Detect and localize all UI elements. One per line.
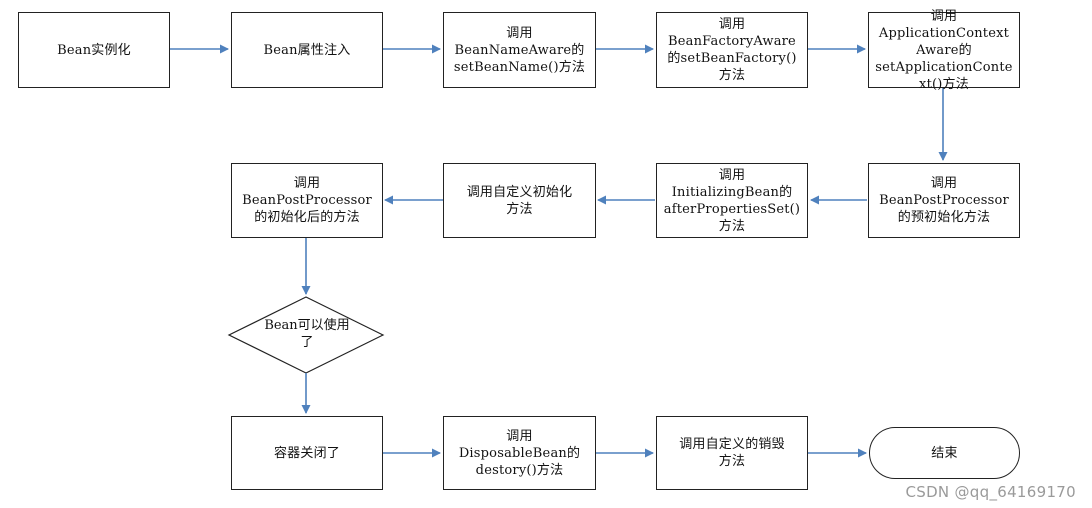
node-custom-destroy-label: 调用自定义的销毁 方法 xyxy=(679,437,785,469)
node-container-closed: 容器关闭了 xyxy=(231,416,383,490)
node-bean-factory-aware-label: 调用 BeanFactoryAware 的setBeanFactory() 方法 xyxy=(667,17,797,83)
node-bean-name-aware-label: 调用 BeanNameAware的 setBeanName()方法 xyxy=(453,25,586,75)
node-bean-post-processor-after-label: 调用 BeanPostProcessor 的初始化后的方法 xyxy=(242,176,372,225)
node-end-label: 结束 xyxy=(931,445,958,461)
node-disposable-bean-label: 调用 DisposableBean的 destory()方法 xyxy=(458,428,581,478)
node-custom-init-label: 调用自定义初始化 方法 xyxy=(466,184,573,217)
node-bean-post-processor-before: 调用 BeanPostProcessor 的预初始化方法 xyxy=(868,163,1020,238)
watermark: CSDN @qq_64169170 xyxy=(905,483,1076,501)
node-custom-init: 调用自定义初始化 方法 xyxy=(443,163,596,238)
node-custom-destroy: 调用自定义的销毁 方法 xyxy=(656,416,808,490)
node-bean-post-processor-after: 调用 BeanPostProcessor 的初始化后的方法 xyxy=(231,163,383,238)
node-bean-property-injection: Bean属性注入 xyxy=(231,12,383,88)
node-initializing-bean-label: 调用 InitializingBean的 afterPropertiesSet(… xyxy=(663,167,801,234)
node-bean-post-processor-before-label: 调用 BeanPostProcessor 的预初始化方法 xyxy=(879,176,1009,225)
node-disposable-bean: 调用 DisposableBean的 destory()方法 xyxy=(443,416,596,490)
node-application-context-aware-label: 调用 ApplicationContext Aware的 setApplicat… xyxy=(875,8,1013,92)
node-end: 结束 xyxy=(869,427,1020,479)
node-bean-name-aware: 调用 BeanNameAware的 setBeanName()方法 xyxy=(443,12,596,88)
node-bean-instantiate: Bean实例化 xyxy=(18,12,170,88)
node-container-closed-label: 容器关闭了 xyxy=(273,445,340,461)
node-application-context-aware: 调用 ApplicationContext Aware的 setApplicat… xyxy=(868,9,1020,92)
node-bean-factory-aware: 调用 BeanFactoryAware 的setBeanFactory() 方法 xyxy=(656,12,808,88)
bean-usable-label: Bean可以使用 了 xyxy=(264,318,350,350)
node-initializing-bean: 调用 InitializingBean的 afterPropertiesSet(… xyxy=(656,163,808,238)
node-bean-property-injection-label: Bean属性注入 xyxy=(263,42,351,58)
node-bean-instantiate-label: Bean实例化 xyxy=(57,42,131,58)
